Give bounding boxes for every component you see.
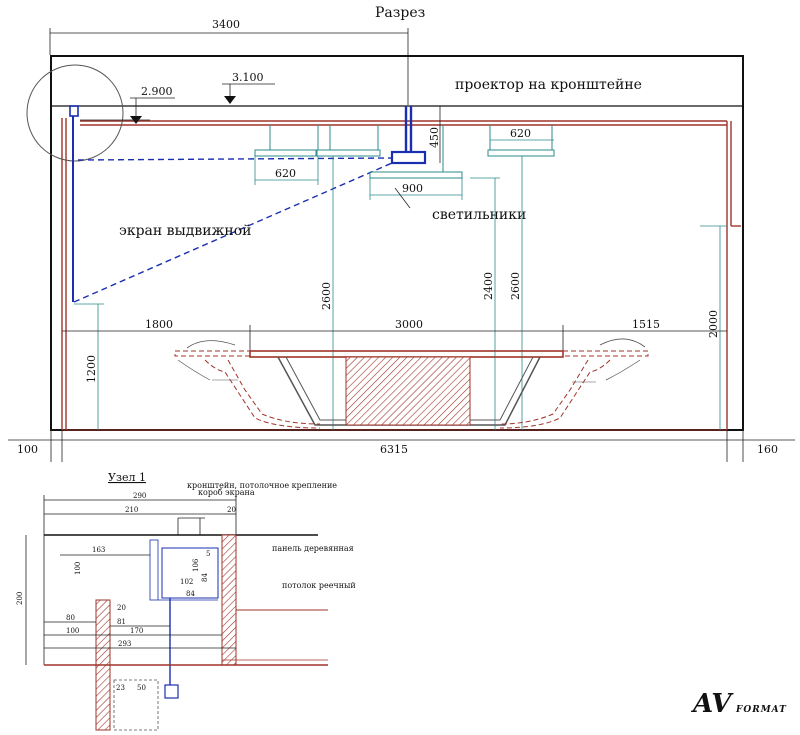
detail-node-1: Узел 1 290 210 20 кронштейн, потолочное … <box>16 471 356 731</box>
logo-word: FORMAT <box>735 705 787 715</box>
light-fixtures <box>254 125 555 179</box>
h1200-label: 1200 <box>85 355 98 383</box>
light-a-label: 620 <box>275 167 296 180</box>
dim-light-a: 620 <box>254 156 319 185</box>
node-d23: 23 <box>116 684 125 692</box>
seg1800-label: 1800 <box>145 318 173 331</box>
section-title: Разрез <box>375 5 425 21</box>
node-d100: 100 <box>74 562 82 575</box>
seg3000-label: 3000 <box>395 318 423 331</box>
node-d84a: 84 <box>201 573 209 582</box>
h2600b-label: 2600 <box>509 272 522 300</box>
lights-label: светильники <box>432 207 526 223</box>
node-d293: 293 <box>118 640 131 648</box>
node-d200: 200 <box>16 592 24 605</box>
avformat-logo: AV FORMAT <box>690 689 787 719</box>
node-d20: 20 <box>227 506 236 514</box>
level-screen-label: 2.900 <box>141 85 173 98</box>
dim-top-width: 3400 <box>49 18 409 105</box>
node-title: Узел 1 <box>108 471 146 484</box>
logo-mark: AV <box>690 689 734 719</box>
dim-height-2600-b: 2600 <box>509 156 523 430</box>
wall-left-label: 100 <box>17 443 38 456</box>
node-d210: 210 <box>125 506 138 514</box>
node-d5: 5 <box>206 550 210 558</box>
seg1515-label: 1515 <box>632 318 660 331</box>
node-d50: 50 <box>137 684 146 692</box>
dim-bottom: 100 6315 160 <box>8 430 795 462</box>
level-mark-screen: 2.900 <box>80 85 175 124</box>
node-d80: 80 <box>66 614 75 622</box>
dim-height-2000: 2000 <box>700 225 727 430</box>
node-d102: 102 <box>180 578 193 586</box>
node-box-label: короб экрана <box>198 488 255 497</box>
level-ceiling-label: 3.100 <box>232 71 264 84</box>
h2600a-label: 2600 <box>320 282 333 310</box>
node-d100b: 100 <box>66 627 79 635</box>
projector: 450 проектор на кронштейне <box>390 77 642 165</box>
h2000-label: 2000 <box>707 310 720 338</box>
screen-box <box>69 105 79 117</box>
projector-drop-label: 450 <box>428 127 441 148</box>
node-bracket-label: кронштейн, потолочное крепление <box>187 481 337 490</box>
node-d20b: 20 <box>117 604 126 612</box>
total-label: 6315 <box>380 443 408 456</box>
level-mark-ceiling: 3.100 <box>222 71 275 104</box>
node-d81: 81 <box>117 618 126 626</box>
dim-height-2400: 2400 <box>470 177 500 430</box>
conference-table <box>174 338 649 429</box>
dim-height-2600-a: 2600 <box>320 156 334 430</box>
light-b-label: 620 <box>510 127 531 140</box>
suspended-ceiling <box>61 118 741 430</box>
detail-circle <box>26 64 124 162</box>
dim-height-1200: 1200 <box>74 303 104 430</box>
node-ceiling-label: потолок реечный <box>282 581 356 590</box>
light-c-label: 900 <box>402 182 423 195</box>
node-d290: 290 <box>133 492 146 500</box>
dim-light-b: 620 <box>490 127 554 141</box>
projection-beam <box>73 157 393 303</box>
node-d106: 106 <box>192 558 200 572</box>
node-d163: 163 <box>92 546 105 554</box>
dim-segments: 1800 3000 1515 <box>62 318 727 352</box>
dim-light-c: 900 <box>369 178 463 200</box>
wall-right-label: 160 <box>757 443 778 456</box>
h2400-label: 2400 <box>482 272 495 300</box>
node-panel-label: панель деревянная <box>272 544 354 553</box>
projector-label: проектор на кронштейне <box>455 77 642 93</box>
screen-label: экран выдвижной <box>119 223 252 239</box>
dim-top-width-label: 3400 <box>212 18 240 31</box>
section-view: Разрез 3400 <box>8 5 795 462</box>
node-d84b: 84 <box>186 590 195 598</box>
node-d170: 170 <box>130 627 143 635</box>
lights-leader <box>394 187 411 209</box>
